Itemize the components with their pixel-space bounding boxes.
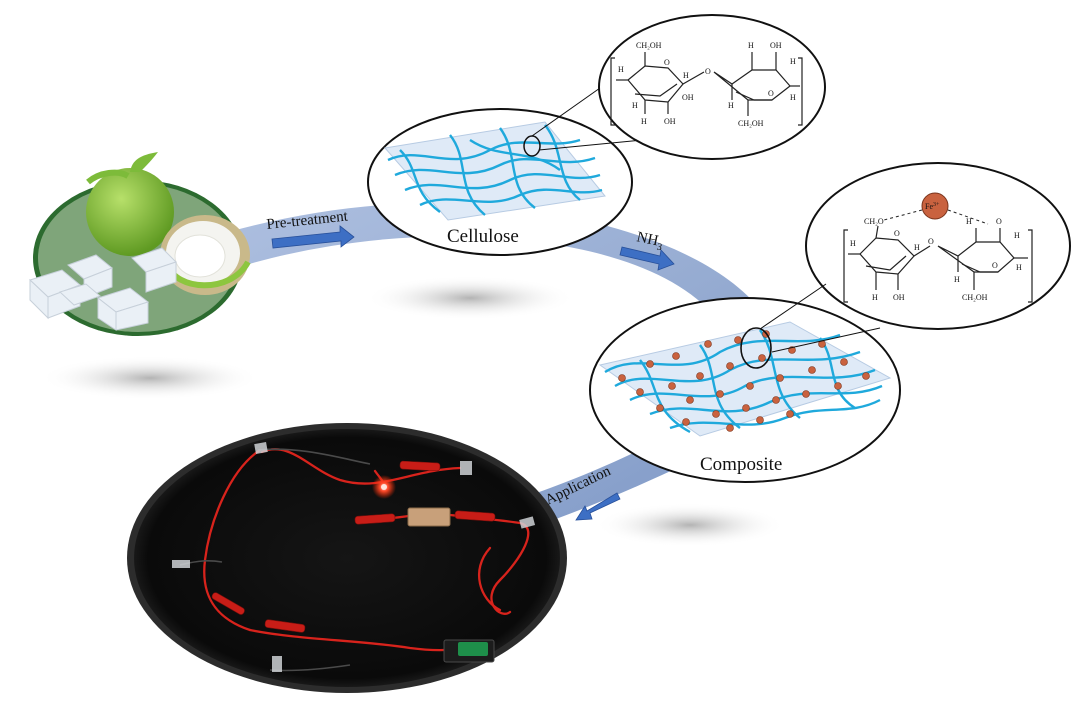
cellulose-structure-bubble: CH₂OH H O H H H OH OH O H OH H H O H CH₂… (598, 14, 826, 160)
zoom-marker (740, 327, 772, 369)
composite-structure-bubble: Fe3+ CH₂O H O H H OH O H O H H O (805, 162, 1071, 330)
atom-label: O (768, 89, 774, 98)
atom-label: H (618, 65, 624, 74)
atom-label: CH₂OH (636, 41, 662, 50)
cellulose-fibers (387, 124, 603, 216)
atom-label: H (728, 101, 734, 110)
atom-label: H (632, 101, 638, 110)
atom-label: H (954, 275, 960, 284)
atom-label: O (705, 67, 711, 76)
cellulose-label: Cellulose (447, 226, 519, 247)
atom-label: CH₂OH (738, 119, 764, 128)
composite-fibers (604, 329, 883, 434)
shadow-center (365, 276, 575, 320)
atom-label: H (790, 93, 796, 102)
process-band (160, 202, 783, 548)
cellulose-bubble: Cellulose (367, 87, 643, 256)
atom-label: O (996, 217, 1002, 226)
atom-label: H (872, 293, 878, 302)
atom-label: OH (682, 93, 694, 102)
atom-label: OH (770, 41, 782, 50)
atom-label: H (1014, 231, 1020, 240)
arrow-pretreatment-icon (271, 225, 355, 249)
atom-label: O (928, 237, 934, 246)
atom-label: H (683, 71, 689, 80)
atom-label: CH₂OH (962, 293, 988, 302)
composite-sample (407, 507, 451, 527)
fe-particles (618, 330, 870, 432)
atom-label: O (664, 58, 670, 67)
fe-ion-icon (921, 192, 949, 220)
shadow-right (595, 503, 785, 547)
atom-label: H (966, 217, 972, 226)
arrow-application-icon (575, 492, 621, 521)
atom-label: H (914, 243, 920, 252)
atom-label: O (992, 261, 998, 270)
composite-bubble: Composite (589, 283, 901, 483)
cellulose-mesh (384, 121, 606, 221)
nh3-label: NH3 (635, 229, 665, 253)
atom-label: H (1016, 263, 1022, 272)
shadow-left (40, 356, 260, 400)
composite-label: Composite (700, 454, 782, 475)
atom-label: H (850, 239, 856, 248)
led-circuit-photo (127, 423, 567, 693)
atom-label: OH (664, 117, 676, 126)
coconut-image (29, 152, 251, 336)
atom-label: H (790, 57, 796, 66)
atom-label: H (641, 117, 647, 126)
atom-label: O (894, 229, 900, 238)
atom-label: OH (893, 293, 905, 302)
arrow-nh3-icon (619, 246, 675, 271)
fe-ion-label: Fe3+ (925, 202, 940, 211)
atom-label: H (748, 41, 754, 50)
atom-label: CH₂O (864, 217, 884, 226)
